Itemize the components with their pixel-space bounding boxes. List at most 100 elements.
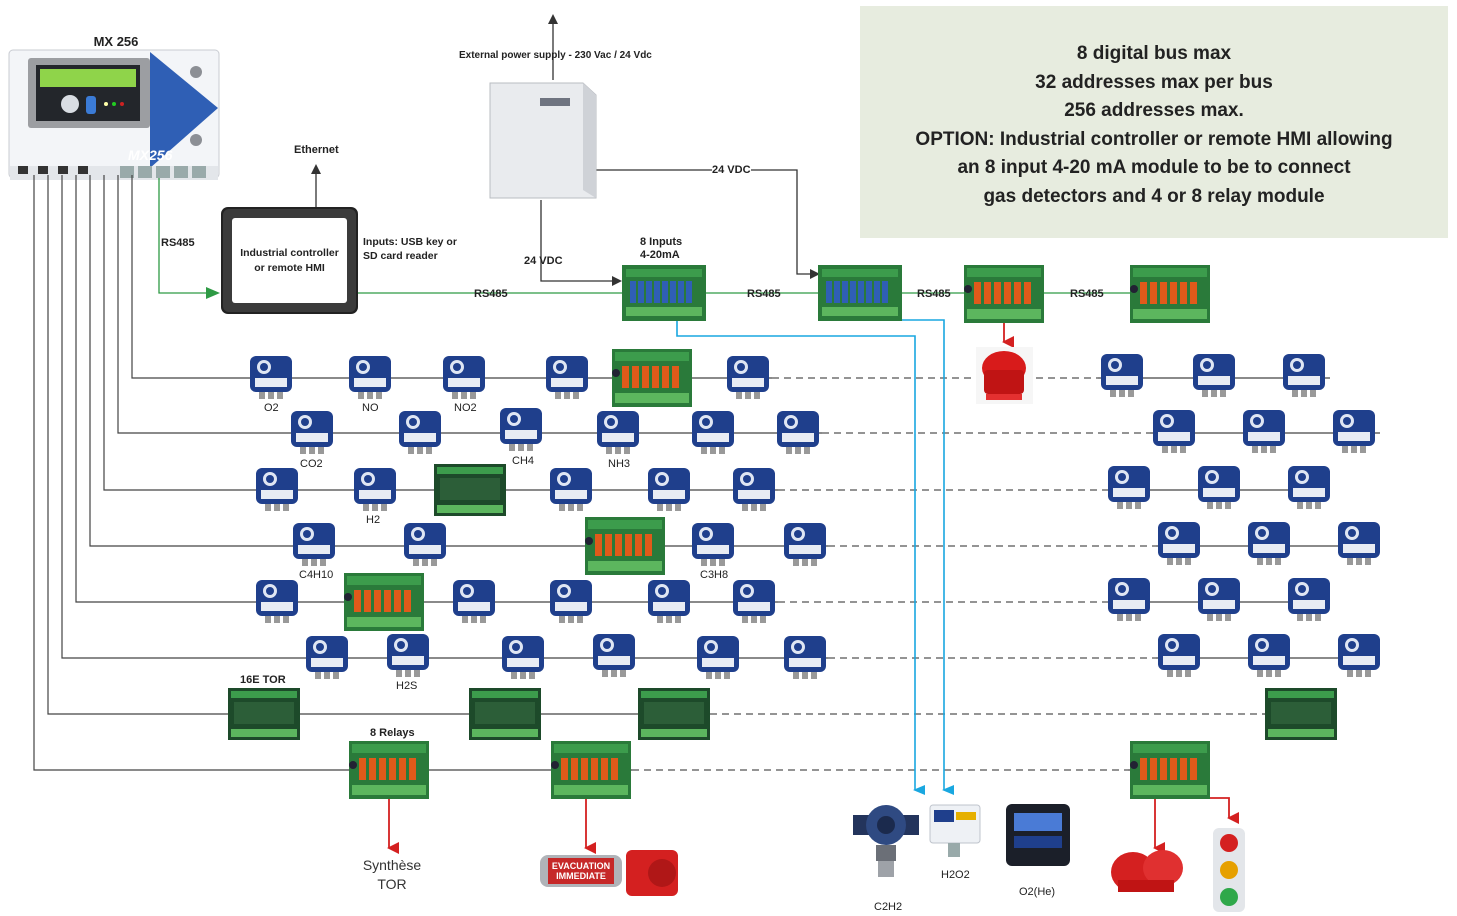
gas-detector bbox=[1283, 354, 1325, 397]
gas-detector bbox=[293, 523, 335, 566]
h2o2-transmitter bbox=[929, 804, 981, 857]
gas-detector bbox=[354, 468, 396, 511]
signal-tower bbox=[1213, 828, 1245, 912]
gas-detector bbox=[692, 411, 734, 454]
tor-input-board bbox=[1265, 688, 1337, 740]
gas-detector bbox=[597, 411, 639, 454]
gas-detector bbox=[733, 468, 775, 511]
o2-he-detector bbox=[1006, 804, 1070, 866]
analog-lines bbox=[676, 319, 954, 795]
gas-detector bbox=[256, 468, 298, 511]
gas-label: O2(He) bbox=[1019, 886, 1056, 898]
gas-detector bbox=[550, 580, 592, 623]
gas-detector bbox=[291, 411, 333, 454]
tor-input-board bbox=[228, 688, 300, 740]
gas-label: NO2 bbox=[454, 402, 477, 414]
relay-module bbox=[612, 349, 692, 407]
evacuation-sign bbox=[540, 855, 622, 887]
rs485-label: RS485 bbox=[917, 288, 951, 300]
input-board bbox=[434, 464, 506, 516]
info-line: 32 addresses max per bus bbox=[1035, 71, 1273, 93]
rs485-label: RS485 bbox=[161, 237, 195, 249]
mx256-controller bbox=[8, 49, 220, 180]
relay-module-rs485-1 bbox=[964, 265, 1044, 323]
gas-label: C4H10 bbox=[299, 569, 334, 581]
vdc-label: 24 VDC bbox=[524, 255, 563, 267]
gas-detector bbox=[697, 636, 739, 679]
power-supply-label: External power supply - 230 Vac / 24 Vdc bbox=[459, 50, 652, 61]
module-range-label: 4-20mA bbox=[640, 249, 680, 261]
alarm-arrows bbox=[387, 323, 1239, 854]
gas-detector bbox=[1158, 634, 1200, 677]
flash-beacon bbox=[976, 347, 1033, 404]
gas-label: NO bbox=[362, 402, 379, 414]
vdc-label: 24 VDC bbox=[712, 164, 751, 176]
mx256-title: MX 256 bbox=[94, 34, 139, 49]
relay-module bbox=[349, 741, 429, 799]
gas-detector bbox=[1153, 410, 1195, 453]
gas-label: O2 bbox=[264, 402, 279, 414]
info-line: 256 addresses max. bbox=[1064, 100, 1244, 122]
power-and-ethernet-lines bbox=[311, 14, 820, 286]
gas-detector bbox=[648, 468, 690, 511]
power-supply-box bbox=[489, 82, 597, 199]
relay-module bbox=[551, 741, 631, 799]
gas-detector bbox=[1248, 634, 1290, 677]
synthese-line-2: TOR bbox=[377, 876, 407, 892]
siren bbox=[626, 850, 678, 896]
inputs-label-2: SD card reader bbox=[363, 250, 438, 262]
evacuation-text: EVACUATION IMMEDIATE bbox=[551, 861, 611, 881]
gas-detector bbox=[1243, 410, 1285, 453]
tor-input-board bbox=[638, 688, 710, 740]
gas-detector bbox=[1101, 354, 1143, 397]
info-line: 8 digital bus max bbox=[1076, 43, 1232, 64]
gas-detector bbox=[443, 356, 485, 399]
inputs-label-1: Inputs: USB key or bbox=[363, 236, 457, 248]
explosion-proof-detector bbox=[853, 805, 919, 877]
relay-module bbox=[585, 517, 665, 575]
gas-detector bbox=[777, 411, 819, 454]
gas-detector bbox=[502, 636, 544, 679]
gas-detector bbox=[349, 356, 391, 399]
relays-label: 8 Relays bbox=[370, 727, 415, 739]
module-inputs-label: 8 Inputs bbox=[640, 236, 683, 248]
gas-label: H2O2 bbox=[941, 869, 970, 881]
info-line: an 8 input 4-20 mA module to be to conne… bbox=[957, 157, 1351, 179]
gas-label: CO2 bbox=[300, 458, 323, 470]
gas-detector bbox=[1198, 466, 1240, 509]
gas-detector bbox=[733, 580, 775, 623]
gas-detector bbox=[1158, 522, 1200, 565]
bus-dashes bbox=[632, 377, 1262, 771]
gas-detector bbox=[784, 636, 826, 679]
gas-detector bbox=[404, 523, 446, 566]
relay-module bbox=[1130, 741, 1210, 799]
gas-label: H2S bbox=[396, 680, 418, 692]
gas-label: C2H2 bbox=[874, 901, 903, 913]
rs485-links bbox=[158, 178, 1130, 299]
gas-detector bbox=[593, 634, 635, 677]
gas-detector bbox=[784, 523, 826, 566]
gas-detector bbox=[306, 636, 348, 679]
info-line: OPTION: Industrial controller or remote … bbox=[915, 128, 1393, 150]
red-sirens bbox=[1111, 850, 1183, 892]
gas-detector bbox=[399, 411, 441, 454]
tor-input-board bbox=[469, 688, 541, 740]
ethernet-label: Ethernet bbox=[294, 144, 339, 156]
gas-detector bbox=[1333, 410, 1375, 453]
gas-detector bbox=[648, 580, 690, 623]
gas-detector bbox=[1248, 522, 1290, 565]
mx256-logo: MX256 bbox=[128, 147, 173, 163]
synthese-line-1: Synthèse bbox=[362, 857, 422, 873]
gas-detector bbox=[550, 468, 592, 511]
hmi-label-2: or remote HMI bbox=[254, 261, 325, 274]
gas-detector bbox=[387, 634, 429, 677]
gas-detector bbox=[1288, 578, 1330, 621]
info-box: 8 digital bus max 32 addresses max per b… bbox=[860, 6, 1448, 238]
tor-label: 16E TOR bbox=[240, 674, 286, 686]
gas-detector bbox=[256, 580, 298, 623]
gas-detector bbox=[453, 580, 495, 623]
gas-detector bbox=[1193, 354, 1235, 397]
rs485-label: RS485 bbox=[474, 288, 508, 300]
